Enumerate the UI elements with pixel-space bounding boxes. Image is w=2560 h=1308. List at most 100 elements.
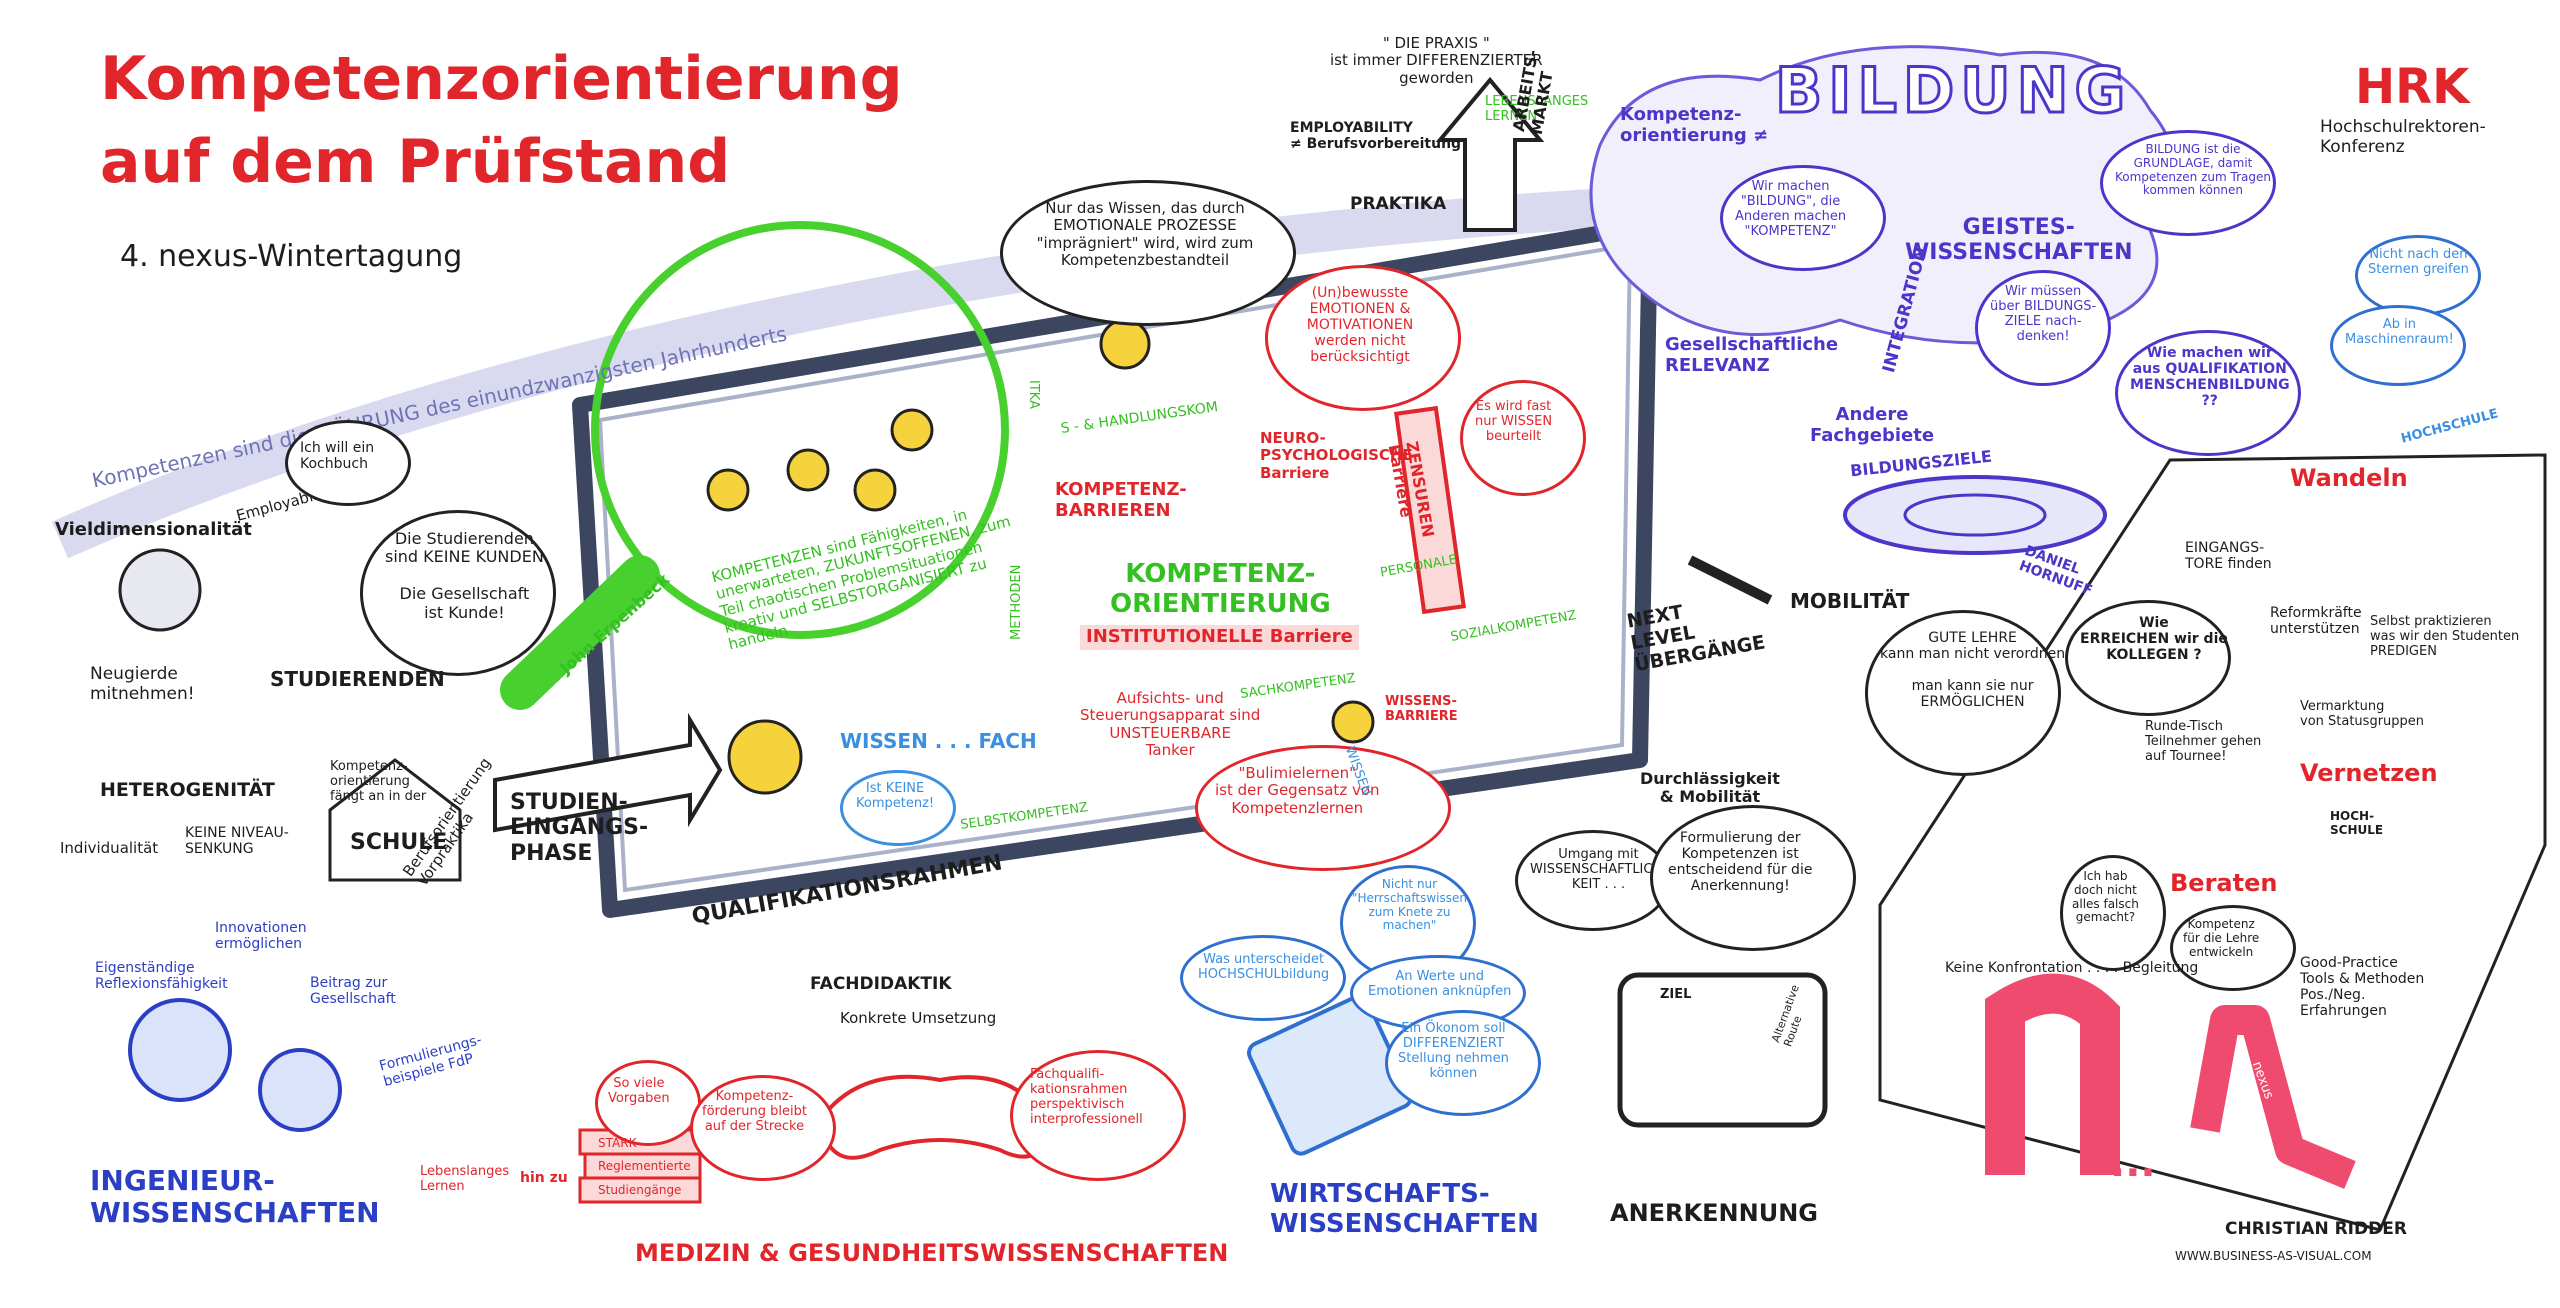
label-fachgebiete: Andere Fachgebiete [1810,404,1935,446]
label-neugierde: Neugierde mitnehmen! [90,664,195,704]
nexus-walking-figure [2190,1005,2356,1189]
label-schule: SCHULE [350,830,448,855]
panel-konfrontation: Keine Konfrontation . . . . Begleitung [1945,960,2199,976]
label-wirtschaft: WIRTSCHAFTS- WISSENSCHAFTEN [1270,1179,1539,1239]
label-wissensbarriere: WISSENS- BARRIERE [1385,694,1458,724]
label-hin-zu: hin zu [520,1170,568,1186]
nexus-dots: ... [2110,1140,2156,1186]
label-relevanz: Gesellschaftliche RELEVANZ [1665,334,1839,376]
label-wissen-fach: WISSEN . . . FACH [840,729,1037,753]
label-methoden: METHODEN [1009,564,1024,640]
bubble-werte: An Werte und Emotionen anknüpfen [1368,969,1512,999]
label-lebenslang: LEBENSLANGES LERNEN [1485,94,1589,124]
panel-hochschule: HOCH- SCHULE [2330,809,2384,837]
smiley-icon [853,468,897,512]
bubble-vorgaben: So viele Vorgaben [608,1076,670,1106]
panel-selbst: Selbst praktizieren was wir den Studente… [2370,614,2520,659]
bubble-nur-wissen2: Es wird fast nur WISSEN beurteilt [1475,399,1553,444]
panel-kompetenz-lehre: Kompetenz für die Lehre entwickeln [2183,917,2260,959]
smiley-icon [890,408,934,452]
up-arrow [1435,76,1545,232]
entry-arrow [493,712,723,833]
bubble-bulimie: "Bulimielernen" ist der Gegensatz von Ko… [1215,764,1380,817]
target-ellipse [1843,475,2107,555]
nexus-n-shape [1985,973,2120,1175]
label-praktika: PRAKTIKA [1350,194,1447,214]
label-neuro: NEURO- PSYCHOLOGISCHE Barriere [1260,429,1413,482]
label-geistes: GEISTES- WISSENSCHAFTEN [1905,215,2133,266]
panel-rundtisch: Runde-Tisch Teilnehmer gehen auf Tournee… [2145,719,2262,764]
school-house [328,758,462,882]
pacman-icon [1099,318,1151,370]
panel-eingang: EINGANGS- TORE finden [2185,540,2272,573]
page-title-line1: Kompetenzorientierung [100,44,903,114]
panel-beraten: Beraten [2170,869,2278,897]
label-heterogenitaet: HETEROGENITÄT [100,779,275,801]
org-name: Hochschulrektoren- Konferenz [2320,117,2486,157]
exit-arrow [1687,555,1773,605]
nexus-label: nexus [2038,1068,2054,1110]
book-stack [578,1176,702,1204]
smiley-icon [786,448,830,492]
label-fachdidaktik: FACHDIDAKTIK [810,974,952,994]
label-stark: STARK Reglementierte Studiengänge [598,1136,691,1197]
label-kompetenzorientierung: KOMPETENZ- ORIENTIERUNG [1110,559,1331,619]
panel-gute-lehre: GUTE LEHRE kann man nicht verordnen man … [1880,630,2066,711]
bubble-keine-kompetenz: Ist KEINE Kompetenz! [856,781,935,811]
label-reflexion: Eigenständige Reflexionsfähigkeit [95,960,228,993]
panel-wandeln: Wandeln [2290,464,2408,492]
bubble-unterscheidet: Was unterscheidet HOCHSCHULbildung [1198,952,1330,982]
panel-vermarktung: Vermarktung von Statusgruppen [2300,699,2425,729]
bubble-nur-wissen: Nur das Wissen, das durch EMOTIONALE PRO… [1036,199,1254,269]
label-anerkennung: ANERKENNUNG [1610,1199,1818,1227]
book-stack [583,1152,702,1180]
bubble-aufsicht: Aufsichts- und Steuerungsapparat sind UN… [1080,689,1261,759]
label-studierenden: STUDIERENDEN [270,667,445,691]
label-studien: STUDIEN- EINGANGS- PHASE [510,790,649,866]
label-lebenslang-lernen: Lebenslanges Lernen [420,1164,510,1194]
bubble-wir-machen: Wir machen "BILDUNG", die Anderen machen… [1735,179,1847,239]
bubble-strecke: Kompetenz- förderung bleibt auf der Stre… [702,1089,807,1134]
zensuren-pillar [1394,405,1466,615]
label-ingenieur: INGENIEUR- WISSENSCHAFTEN [90,1164,380,1230]
panel-kollegen: Wie ERREICHEN wir die KOLLEGEN ? [2080,615,2228,664]
pacman-icon [1331,700,1375,744]
label-innovationen: Innovationen ermöglichen [215,920,307,953]
gear-icon [128,998,232,1102]
bubble-kochbuch: Ich will ein Kochbuch [300,440,375,473]
label-aktivitaet: ITKA [1026,380,1041,409]
magnifier-handle [500,555,660,710]
label-employability2: EMPLOYABILITY ≠ Berufsvorbereitung [1290,120,1462,153]
label-ungleich: Kompetenz- orientierung ≠ [1620,104,1769,146]
label-durchlaessig: Durchlässigkeit & Mobilität [1640,769,1780,807]
label-bildung: BILDUNG [1773,53,2132,128]
target-ring [1903,493,2047,537]
label-beitrag: Beitrag zur Gesellschaft [310,975,396,1008]
bubble-fachquali: Fachqualifi- kationsrahmen perspektivisc… [1030,1067,1143,1127]
bubble-herrschaft: Nicht nur "Herrschaftswissen zum Knete z… [1352,877,1468,933]
label-individualitaet: Individualität [60,839,159,857]
label-ziel: ZIEL [1660,987,1692,1002]
credit-name: CHRISTIAN RIDDER [2225,1219,2407,1239]
label-medizin: MEDIZIN & GESUNDHEITSWISSENSCHAFTEN [635,1239,1229,1267]
panel-reformkraefte: Reformkräfte unterstützen [2270,605,2362,638]
panel-vernetzen: Vernetzen [2300,759,2438,787]
bubble-formulierung-komp: Formulierung der Kompetenzen ist entsche… [1668,830,1813,895]
bubble-keine-kunden: Die Studierenden sind KEINE KUNDEN Die G… [385,529,544,622]
label-praxis: " DIE PRAXIS " ist immer DIFFERENZIERTER… [1330,34,1543,87]
bubble-oekonom: Ein Ökonom soll DIFFERENZIERT Stellung n… [1398,1021,1509,1081]
bubble-umgang: Umgang mit WISSENSCHAFTLICH- KEIT . . . [1530,847,1667,892]
label-schule-text: Kompetenz- orientierung fängt an in der [330,759,427,804]
page-title-line2: auf dem Prüfstand [100,127,731,197]
org-abbr: HRK [2355,59,2470,115]
label-konkret: Konkrete Umsetzung [840,1009,997,1027]
credit-url: WWW.BUSINESS-AS-VISUAL.COM [2175,1249,2372,1263]
smiley-icon [706,468,750,512]
tablet-frame [1617,972,1828,1128]
magnifier-lens [591,221,1009,639]
gear-icon [258,1048,342,1132]
panel-falsch: Ich hab doch nicht alles falsch gemacht? [2072,869,2139,925]
pacman-icon [727,719,803,795]
label-niveau: KEINE NIVEAU- SENKUNG [185,825,289,858]
bubble-unbewusst: (Un)bewusste EMOTIONEN & MOTIVATIONEN we… [1306,285,1414,366]
